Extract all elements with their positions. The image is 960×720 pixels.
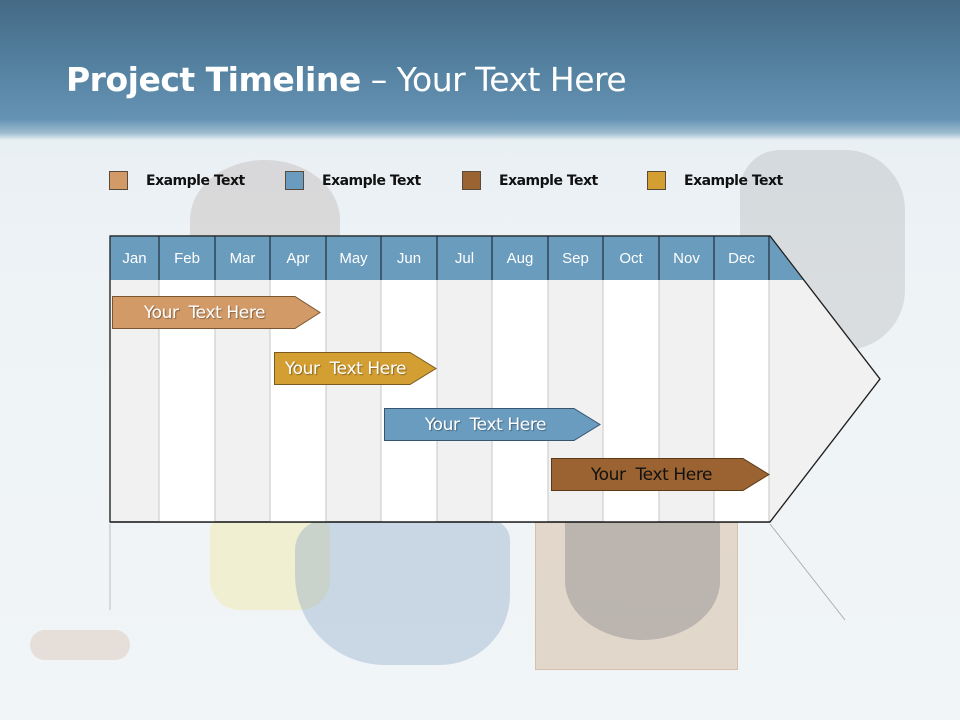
month-header-aug: Aug (506, 250, 534, 267)
legend-swatch-icon (647, 171, 666, 190)
title-banner (0, 0, 960, 140)
legend-swatch-icon (285, 171, 304, 190)
task-bar[interactable]: Your Text Here (384, 408, 601, 441)
legend-item[interactable]: Example Text (647, 171, 783, 190)
legend-item[interactable]: Example Text (285, 171, 421, 190)
task-label: Your Text Here (284, 358, 407, 379)
month-header-jan: Jan (122, 250, 147, 267)
month-header-dec: Dec (728, 250, 755, 267)
month-header-jun: Jun (396, 250, 422, 267)
legend-item[interactable]: Example Text (462, 171, 598, 190)
task-label: Your Text Here (590, 464, 713, 485)
legend-label: Example Text (322, 172, 421, 189)
legend-swatch-icon (109, 171, 128, 190)
legend-label: Example Text (499, 172, 598, 189)
month-header-may: May (339, 250, 368, 267)
month-header-feb: Feb (174, 250, 200, 267)
slide-title-subtitle: – Your Text Here (360, 60, 627, 99)
timeline-reflection (109, 523, 846, 621)
month-header-mar: Mar (229, 250, 256, 267)
legend-label: Example Text (146, 172, 245, 189)
task-label: Your Text Here (143, 302, 266, 323)
month-header-apr: Apr (286, 250, 310, 267)
task-bar[interactable]: Your Text Here (112, 296, 321, 329)
legend-item[interactable]: Example Text (109, 171, 245, 190)
legend-label: Example Text (684, 172, 783, 189)
legend: Example Text Example Text Example Text E… (0, 171, 960, 193)
task-label: Your Text Here (424, 414, 547, 435)
month-header-oct: Oct (619, 250, 643, 267)
legend-swatch-icon (462, 171, 481, 190)
slide-title-bold: Project Timeline (66, 60, 361, 99)
task-bar[interactable]: Your Text Here (551, 458, 770, 491)
task-bar[interactable]: Your Text Here (274, 352, 437, 385)
slide-title[interactable]: Project Timeline – Your Text Here (66, 60, 627, 100)
month-header-nov: Nov (673, 250, 700, 267)
month-header-jul: Jul (454, 250, 475, 267)
month-header-sep: Sep (562, 250, 589, 267)
